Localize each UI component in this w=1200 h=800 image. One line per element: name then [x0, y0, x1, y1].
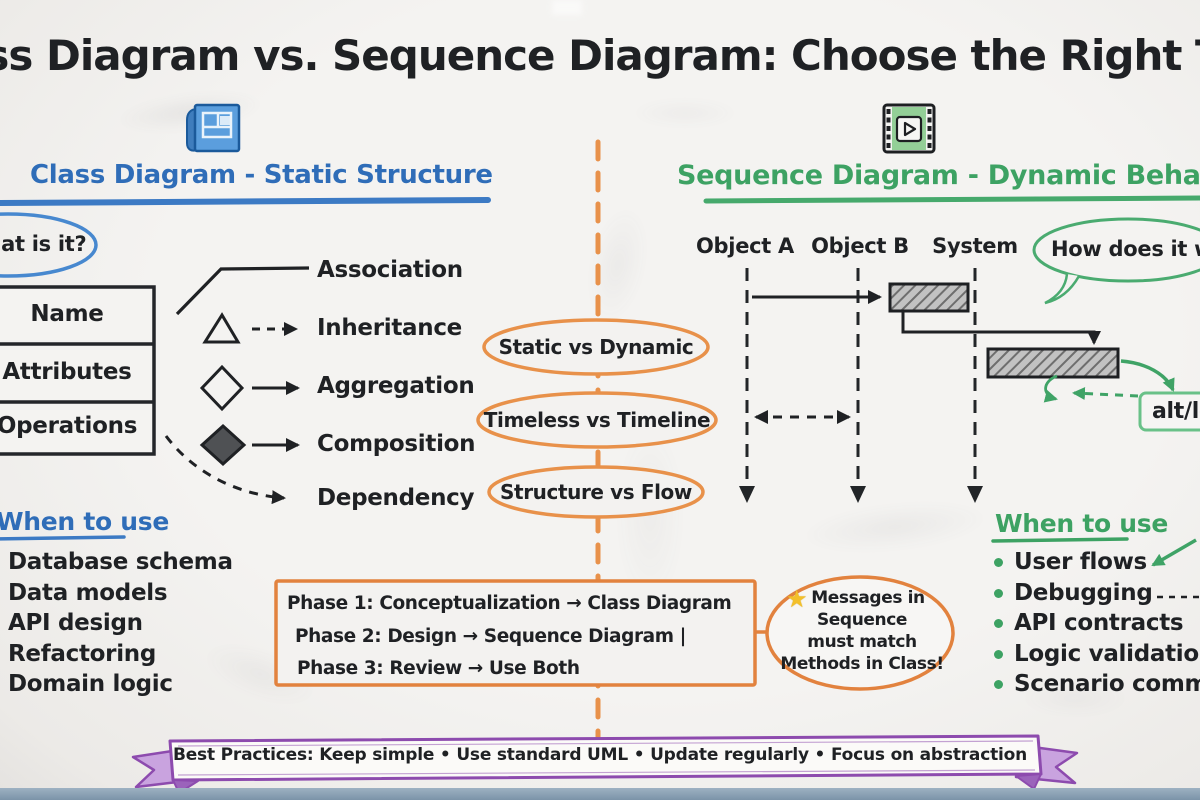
what-is-it-bubble-outline	[0, 212, 98, 278]
comparison-ovals	[476, 318, 718, 519]
note-line: Methods in Class!	[780, 654, 944, 674]
blueprint-icon	[186, 103, 241, 153]
list-item: Scenario communication	[992, 671, 1200, 702]
alt-loop-label: alt/loop	[1152, 399, 1200, 424]
right-heading-underline	[703, 195, 1200, 204]
when-right-underline	[991, 537, 1129, 543]
list-item: User flows	[992, 549, 1200, 580]
note-line: Messages in	[811, 588, 925, 608]
when-to-use-left-list: Database schema Data models API design R…	[8, 549, 233, 702]
legend-label-association: Association	[317, 257, 463, 283]
legend-symbols	[164, 266, 310, 505]
class-box-attributes-row: Attributes	[2, 359, 132, 385]
note-line: must match	[807, 632, 917, 652]
banner-ribbon	[131, 734, 1079, 794]
green-dashed-return-arrow	[1072, 387, 1139, 401]
list-item: API contracts	[992, 610, 1200, 641]
list-item: Domain logic	[8, 671, 173, 697]
legend-label-inheritance: Inheritance	[317, 315, 462, 341]
left-section-heading: Class Diagram - Static Structure	[30, 160, 493, 190]
when-left-underline	[0, 535, 126, 541]
eraser-smudge	[1020, 680, 1130, 716]
aggregation-diamond-icon	[199, 364, 245, 412]
actor-system: System	[932, 234, 1018, 258]
green-arrow-to-alt	[1120, 359, 1175, 392]
phase-1-line: Phase 1: Conceptualization → Class Diagr…	[287, 593, 732, 614]
alt-loop-fragment-box	[1138, 391, 1200, 432]
actor-object-b: Object B	[811, 234, 909, 258]
note-bubble-outline	[765, 575, 955, 691]
legend-label-composition: Composition	[317, 431, 476, 457]
phase-3-line: Phase 3: Review → Use Both	[297, 658, 580, 679]
list-item: Logic validation	[992, 641, 1200, 672]
inheritance-triangle-icon	[202, 312, 241, 344]
ribbon-fold-right	[1015, 773, 1042, 790]
legend-label-aggregation: Aggregation	[317, 373, 475, 399]
whiteboard-reflection	[552, 0, 582, 15]
dependency-dashed-curve	[164, 435, 286, 505]
how-bubble-outline	[1032, 217, 1200, 305]
how-bubble-text: How does it work?	[1051, 237, 1200, 261]
right-section-heading: Sequence Diagram - Dynamic Behavior	[677, 160, 1200, 191]
list-item: Debugging	[992, 580, 1200, 611]
what-is-it-bubble-text: What is it?	[0, 232, 87, 256]
when-to-use-right-heading: When to use	[995, 509, 1168, 538]
star-icon: ★	[786, 585, 808, 613]
when-to-use-left-heading: When to use	[0, 507, 169, 536]
left-heading-underline	[0, 197, 491, 206]
list-item: API design	[8, 610, 143, 636]
best-practices-banner-text: Best Practices: Keep simple • Use standa…	[172, 745, 1028, 765]
activation-box-b	[888, 282, 970, 313]
actor-object-a: Object A	[696, 234, 794, 258]
list-item: Data models	[8, 579, 168, 606]
message-arrow-b-to-system	[901, 311, 1101, 345]
class-box-name-row: Name	[30, 301, 104, 327]
when-to-use-right-list: User flows Debugging API contracts Logic…	[992, 549, 1200, 702]
note-line: Sequence	[816, 610, 908, 630]
oval-timeless-vs-timeline: Timeless vs Timeline	[483, 408, 711, 432]
association-line	[175, 266, 310, 316]
activation-box-system	[986, 347, 1120, 379]
film-icon	[882, 103, 936, 154]
green-pointer-arrow	[1151, 538, 1197, 567]
sequence-diagram	[739, 268, 1200, 503]
phase-2-line: Phase 2: Design → Sequence Diagram |	[295, 626, 687, 647]
green-loop-hook	[1043, 374, 1058, 403]
oval-structure-vs-flow: Structure vs Flow	[500, 480, 692, 504]
class-box-operations-row: Operations	[0, 413, 138, 439]
oval-static-vs-dynamic: Static vs Dynamic	[498, 335, 694, 359]
eraser-smudge	[630, 100, 740, 126]
page-title: Class Diagram vs. Sequence Diagram: Choo…	[0, 31, 1200, 80]
list-item: Refactoring	[8, 640, 157, 667]
whiteboard-bottom-rail	[0, 788, 1200, 800]
list-item: Database schema	[8, 549, 233, 575]
legend-label-dependency: Dependency	[317, 485, 475, 511]
composition-diamond-icon	[199, 423, 247, 467]
class-box	[0, 285, 156, 456]
